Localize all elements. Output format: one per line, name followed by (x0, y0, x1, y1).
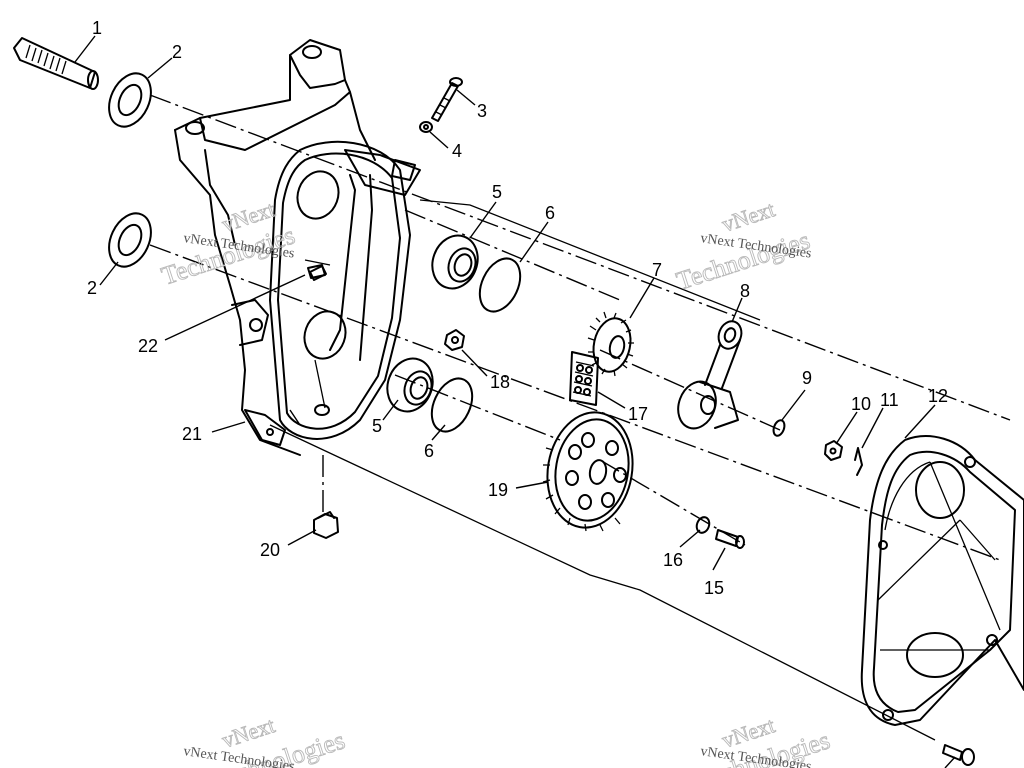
callout-5-lower: 5 (372, 416, 382, 436)
part-7-sprocket (587, 311, 634, 377)
callout-9: 9 (802, 368, 812, 388)
part-4-nut (419, 121, 433, 133)
callout-labels: 1 2 3 4 5 6 2 22 7 8 18 17 5 6 9 10 11 1… (87, 18, 948, 598)
part-10-nut (824, 440, 843, 461)
callout-2-lower: 2 (87, 278, 97, 298)
part-15-bolt (715, 529, 745, 549)
leader-lines (74, 35, 956, 768)
callout-21: 21 (182, 424, 202, 444)
callout-6-lower: 6 (424, 441, 434, 461)
center-lines (149, 94, 1011, 741)
callout-5: 5 (492, 182, 502, 202)
part-cover-screw (942, 744, 975, 766)
part-16-washer (695, 516, 711, 534)
part-18-nut (444, 329, 465, 351)
callout-8: 8 (740, 281, 750, 301)
part-19-large-sprocket (542, 411, 634, 532)
callout-19: 19 (488, 480, 508, 500)
part-5-bearing-upper (431, 234, 479, 290)
svg-text:vNext: vNext (219, 712, 278, 752)
part-9-washer (772, 419, 786, 437)
callout-12: 12 (928, 386, 948, 406)
callout-7: 7 (652, 260, 662, 280)
svg-text:vNext: vNext (719, 196, 778, 236)
part-1-shaft (13, 37, 99, 90)
part-3-bolt (431, 77, 463, 122)
watermark-4: vNext Technologies vNext Technologies (692, 712, 833, 768)
callout-16: 16 (663, 550, 683, 570)
callout-15: 15 (704, 578, 724, 598)
callout-4: 4 (452, 141, 462, 161)
part-12-chaincase-cover (860, 435, 1024, 726)
part-2-seal-lower (108, 212, 152, 268)
part-11-cotter-pin (854, 447, 863, 476)
part-21-chaincase-housing (174, 39, 421, 456)
part-5-bearing-lower (386, 357, 434, 413)
callout-1: 1 (92, 18, 102, 38)
part-22-plug (309, 265, 327, 281)
callout-6: 6 (545, 203, 555, 223)
callout-11: 11 (880, 390, 899, 410)
callout-22: 22 (138, 336, 158, 356)
callout-10: 10 (851, 394, 871, 414)
callout-2: 2 (172, 42, 182, 62)
part-8-tensioner-arm (677, 320, 743, 430)
callout-17: 17 (628, 404, 648, 424)
callout-3: 3 (477, 101, 487, 121)
callout-18: 18 (490, 372, 510, 392)
watermark-3: vNext Technologies vNext Technologies (182, 712, 348, 768)
callout-20: 20 (260, 540, 280, 560)
part-6-ring-upper (478, 257, 522, 313)
part-20-drain-plug (313, 511, 339, 539)
part-17-chain (569, 351, 599, 406)
part-2-seal-upper (108, 72, 152, 128)
